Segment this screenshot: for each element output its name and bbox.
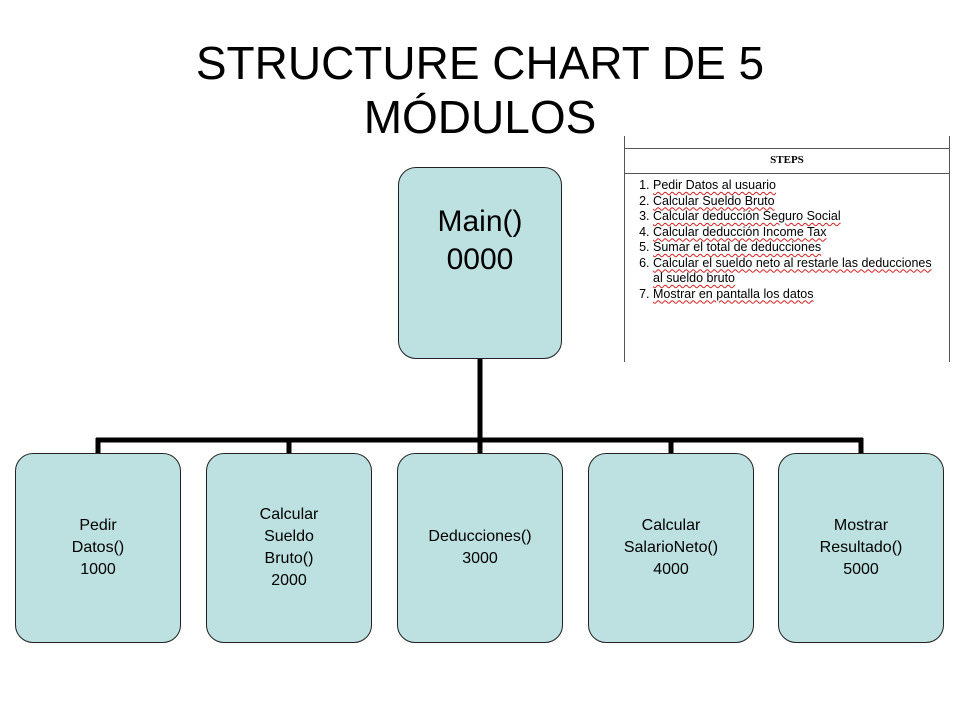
module-deducciones: Deducciones() 3000	[397, 453, 563, 643]
step-item: Calcular Sueldo Bruto	[653, 194, 943, 210]
steps-list: Pedir Datos al usuario Calcular Sueldo B…	[633, 178, 943, 302]
step-item: Calcular deducción Seguro Social	[653, 209, 943, 225]
step-item: Mostrar en pantalla los datos	[653, 287, 943, 303]
module-mostrar-resultado: Mostrar Resultado() 5000	[778, 453, 944, 643]
steps-top-rule	[624, 148, 950, 149]
module-main: Main() 0000	[398, 167, 562, 359]
steps-heading: STEPS	[770, 154, 804, 166]
module-label: Mostrar Resultado() 5000	[819, 517, 903, 578]
steps-header-rule	[624, 173, 950, 174]
module-calcular-sueldo-bruto: Calcular Sueldo Bruto() 2000	[206, 453, 372, 643]
module-pedir-datos: Pedir Datos() 1000	[15, 453, 181, 643]
module-main-label: Main() 0000	[437, 205, 523, 276]
steps-panel: STEPS Pedir Datos al usuario Calcular Su…	[624, 136, 950, 362]
module-label: Calcular SalarioNeto() 4000	[623, 517, 719, 578]
module-label: Pedir Datos() 1000	[71, 517, 125, 578]
module-label: Calcular Sueldo Bruto() 2000	[259, 506, 319, 589]
slide-title: STRUCTURE CHART DE 5 MÓDULOS	[195, 37, 765, 143]
module-label: Deducciones() 3000	[428, 528, 532, 567]
module-calcular-salario-neto: Calcular SalarioNeto() 4000	[588, 453, 754, 643]
step-item: Sumar el total de deducciones	[653, 240, 943, 256]
step-item: Pedir Datos al usuario	[653, 178, 943, 194]
step-item: Calcular el sueldo neto al restarle las …	[653, 256, 943, 287]
step-item: Calcular deducción Income Tax	[653, 225, 943, 241]
